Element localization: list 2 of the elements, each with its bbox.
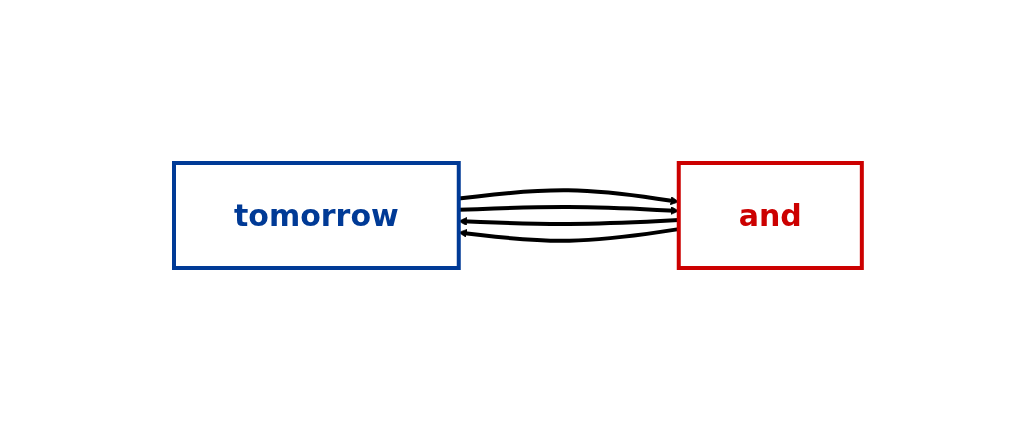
node-box: and [676,160,864,270]
node-box: tomorrow [172,160,461,270]
